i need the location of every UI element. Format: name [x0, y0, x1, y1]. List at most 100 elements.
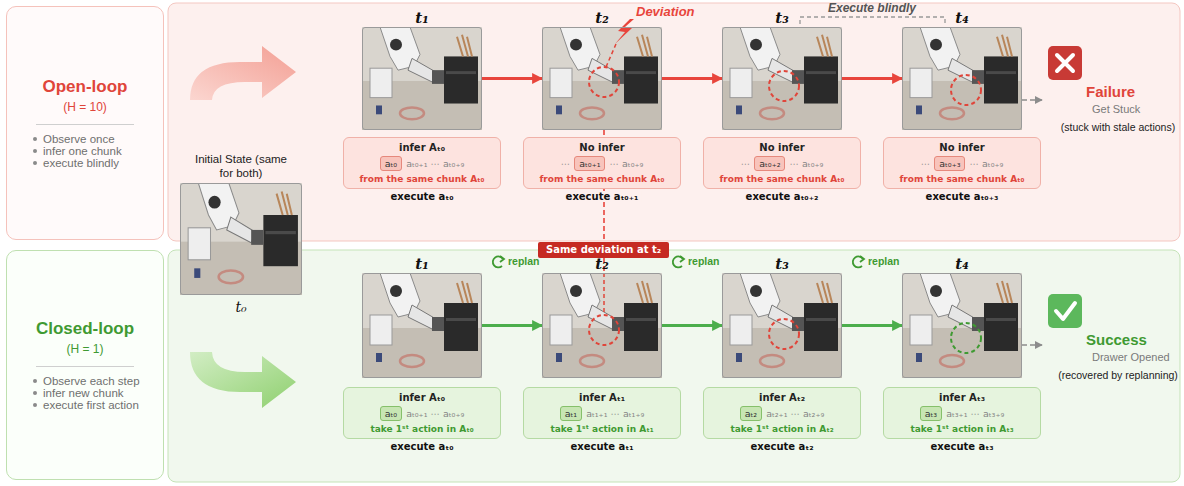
executed-action: execute aₜ₁ — [567, 441, 636, 452]
bullet-text: Observe each step — [43, 375, 140, 387]
action-chunk-box: infer Aₜ₀aₜ₀aₜ₀₊₁ ⋯ aₜ₀₊₉take 1ˢᵗ action… — [343, 387, 501, 439]
chunk-note: from the same chunk Aₜ₀ — [899, 173, 1024, 185]
success-icon — [1056, 303, 1075, 319]
deviation-circle — [769, 71, 799, 101]
chunk-remainder: ⋯ — [741, 158, 751, 169]
deviation-text: Same deviation at t₂ — [546, 243, 661, 257]
executed-action: execute aₜ₀₊₃ — [923, 191, 1002, 202]
action-cell: aₜ₀₊₂ — [754, 156, 785, 171]
replan-label: replan — [868, 255, 900, 267]
inference-status: No infer — [759, 141, 804, 154]
action-row: aₜ₃aₜ₃₊₁ ⋯ aₜ₃₊₉ — [920, 406, 1005, 421]
chunk-remainder: aₜ₀₊₁ ⋯ aₜ₀₊₉ — [406, 158, 464, 169]
action-chunk-box: No infer ⋯ aₜ₀₊₂ ⋯ aₜ₀₊₉ from the same chunk… — [703, 137, 861, 189]
action-cell: aₜ₀ — [380, 406, 402, 421]
time-step: t₀ — [235, 299, 246, 315]
action-token: aₜ₃ — [925, 407, 937, 420]
outcome-subtitle: Get Stuck — [1092, 103, 1140, 115]
inference-status: infer Aₜ₀ — [399, 141, 445, 154]
branch-arrow — [190, 352, 296, 408]
action-token: aₜ₀₊₃ — [939, 157, 960, 170]
dashed-connector — [1022, 99, 1042, 101]
scene-frame: t₄ — [902, 273, 1022, 378]
time-step: t₁ — [415, 9, 429, 27]
action-token: aₜ₀₊₂ — [759, 157, 780, 170]
scene-image — [542, 273, 662, 378]
inference-status: infer Aₜ₂ — [759, 391, 805, 404]
bullet-text: Observe once — [43, 133, 115, 145]
inference-status: infer Aₜ₀ — [399, 391, 445, 404]
deviation-tag: Same deviation at t₂ — [538, 242, 669, 258]
deviation-label: Deviation — [636, 4, 695, 19]
scene-image — [902, 27, 1022, 130]
action-row: aₜ₂aₜ₂₊₁ ⋯ aₜ₂₊₉ — [740, 406, 825, 421]
bullet-item: Observe each step — [33, 375, 140, 387]
action-row: aₜ₁ aₜ₁₊₁ ⋯ aₜ₁₊₉ — [560, 406, 645, 421]
bullet-dot — [33, 379, 37, 383]
failure-icon — [1048, 46, 1082, 80]
bullet-item: infer one chunk — [33, 145, 122, 157]
action-token: aₜ₀ — [385, 407, 397, 420]
bullet-text: execute first action — [43, 399, 139, 411]
chunk-remainder: ⋯ aₜ₀₊₉ — [609, 158, 643, 169]
time-step: t₄ — [955, 9, 969, 27]
bullet-item: execute first action — [33, 399, 139, 411]
action-chunk-box: No infer⋯aₜ₀₊₁⋯ aₜ₀₊₉from the same chunk… — [523, 137, 681, 189]
step-arrow — [482, 77, 542, 80]
action-chunk-box: infer Aₜ₁aₜ₁aₜ₁₊₁ ⋯ aₜ₁₊₉take 1ˢᵗ action… — [523, 387, 681, 439]
scene-frame: t₃ — [722, 273, 842, 378]
chunk-note: take 1ˢᵗ action in Aₜ₂ — [730, 423, 833, 435]
bracket-label: Execute blindly — [828, 1, 916, 15]
outcome-title: Success — [1086, 331, 1147, 348]
action-cell: aₜ₀ — [380, 156, 402, 171]
step-arrow — [842, 77, 902, 80]
action-token: aₜ₂ — [745, 407, 757, 420]
horizon-value: (H = 10) — [63, 100, 107, 114]
scene-frame: t₁ — [362, 27, 482, 130]
divider-line — [36, 124, 134, 125]
divider-line — [36, 366, 134, 367]
chunk-remainder: aₜ₁₊₁ ⋯ aₜ₁₊₉ — [586, 408, 644, 419]
action-row: ⋯ aₜ₀₊₂ ⋯ aₜ₀₊₉ — [741, 156, 824, 171]
deviation-circle — [589, 315, 619, 345]
initial-state-image: Initial State (same for both)t₀ — [180, 183, 302, 295]
step-arrow — [482, 324, 542, 327]
success-circle — [951, 323, 981, 353]
scene-image — [180, 183, 302, 295]
bullet-dot — [33, 391, 37, 395]
branch-arrow — [190, 46, 296, 100]
success-icon — [1048, 294, 1082, 328]
action-token: aₜ₁ — [565, 407, 577, 420]
action-cell: aₜ₃ — [920, 406, 942, 421]
scene-frame: t₁ — [362, 273, 482, 378]
inference-status: No infer — [939, 141, 984, 154]
chunk-remainder: ⋯ aₜ₀₊₉ — [789, 158, 823, 169]
executed-action: execute aₜ₃ — [927, 441, 996, 452]
executed-action: execute aₜ₂ — [747, 441, 816, 452]
step-arrow — [662, 324, 722, 327]
scene-frame: t₂ — [542, 27, 662, 130]
action-row: aₜ₀aₜ₀₊₁ ⋯ aₜ₀₊₉ — [380, 406, 465, 421]
bullet-dot — [33, 161, 37, 165]
step-arrow — [662, 77, 722, 80]
step-arrow — [842, 324, 902, 327]
chunk-remainder: ⋯ — [921, 158, 931, 169]
mode-title: Open-loop — [43, 77, 128, 97]
time-step: t₁ — [415, 255, 429, 273]
action-chunk-box: No infer ⋯ aₜ₀₊₃ ⋯ aₜ₀₊₉ from the same chunk… — [883, 137, 1041, 189]
horizon-value: (H = 1) — [66, 342, 103, 356]
time-step: t₄ — [955, 255, 969, 273]
action-row: aₜ₀ aₜ₀₊₁ ⋯ aₜ₀₊₉ — [380, 156, 465, 171]
action-cell: aₜ₀₊₃ — [934, 156, 965, 171]
scene-image — [722, 27, 842, 130]
outcome-note: (recovered by replanning) — [1058, 369, 1178, 382]
scene-image — [902, 273, 1022, 378]
scene-image — [542, 27, 662, 130]
action-cell: aₜ₂ — [740, 406, 762, 421]
chunk-remainder: ⋯ aₜ₀₊₉ — [969, 158, 1003, 169]
chunk-note: from the same chunk Aₜ₀ — [719, 173, 844, 185]
time-step: t₂ — [595, 9, 609, 27]
executed-action: execute aₜ₀ — [387, 191, 456, 202]
scene-image — [362, 27, 482, 130]
action-token: aₜ₀ — [385, 157, 397, 170]
